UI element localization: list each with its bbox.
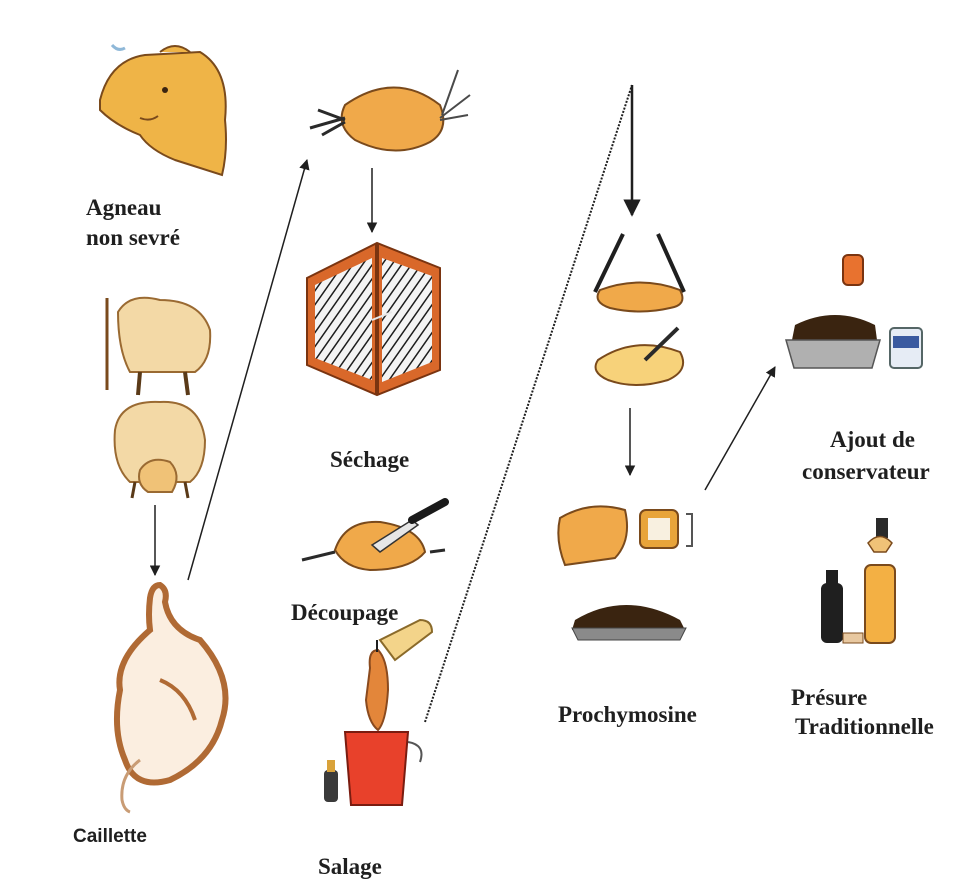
- label-lamb-line1: Agneau: [86, 193, 161, 223]
- salting-bucket-icon: [324, 620, 432, 805]
- label-ajout-line1: Ajout de: [830, 425, 915, 455]
- label-ajout-line2: conservateur: [802, 457, 930, 487]
- label-presure-line2: Traditionnelle: [795, 712, 934, 742]
- lamb-head-icon: [100, 45, 226, 175]
- tied-pouch-icon: [310, 70, 470, 151]
- label-prochymosine: Prochymosine: [558, 700, 697, 730]
- pieces-tray-icon: [558, 506, 692, 640]
- label-decoupage: Découpage: [291, 598, 398, 628]
- rennet-bottles-icon: [821, 518, 895, 643]
- knife-cutting-icon: [302, 502, 445, 570]
- preservative-tray-icon: [786, 255, 922, 368]
- label-sechage: Séchage: [330, 445, 409, 475]
- arrow-pieces-to-preservative: [705, 367, 775, 490]
- arrow-stomach-to-pouch: [188, 160, 307, 580]
- label-presure-line1: Présure: [791, 683, 867, 713]
- drying-cabinet-icon: [307, 243, 440, 395]
- suckling-lambs-icon: [107, 298, 210, 498]
- label-caillette: Caillette: [73, 822, 147, 852]
- label-lamb-line2: non sevré: [86, 223, 180, 253]
- hanging-pouch-icon: [595, 234, 684, 385]
- label-salage: Salage: [318, 852, 382, 882]
- stomach-icon: [117, 585, 226, 812]
